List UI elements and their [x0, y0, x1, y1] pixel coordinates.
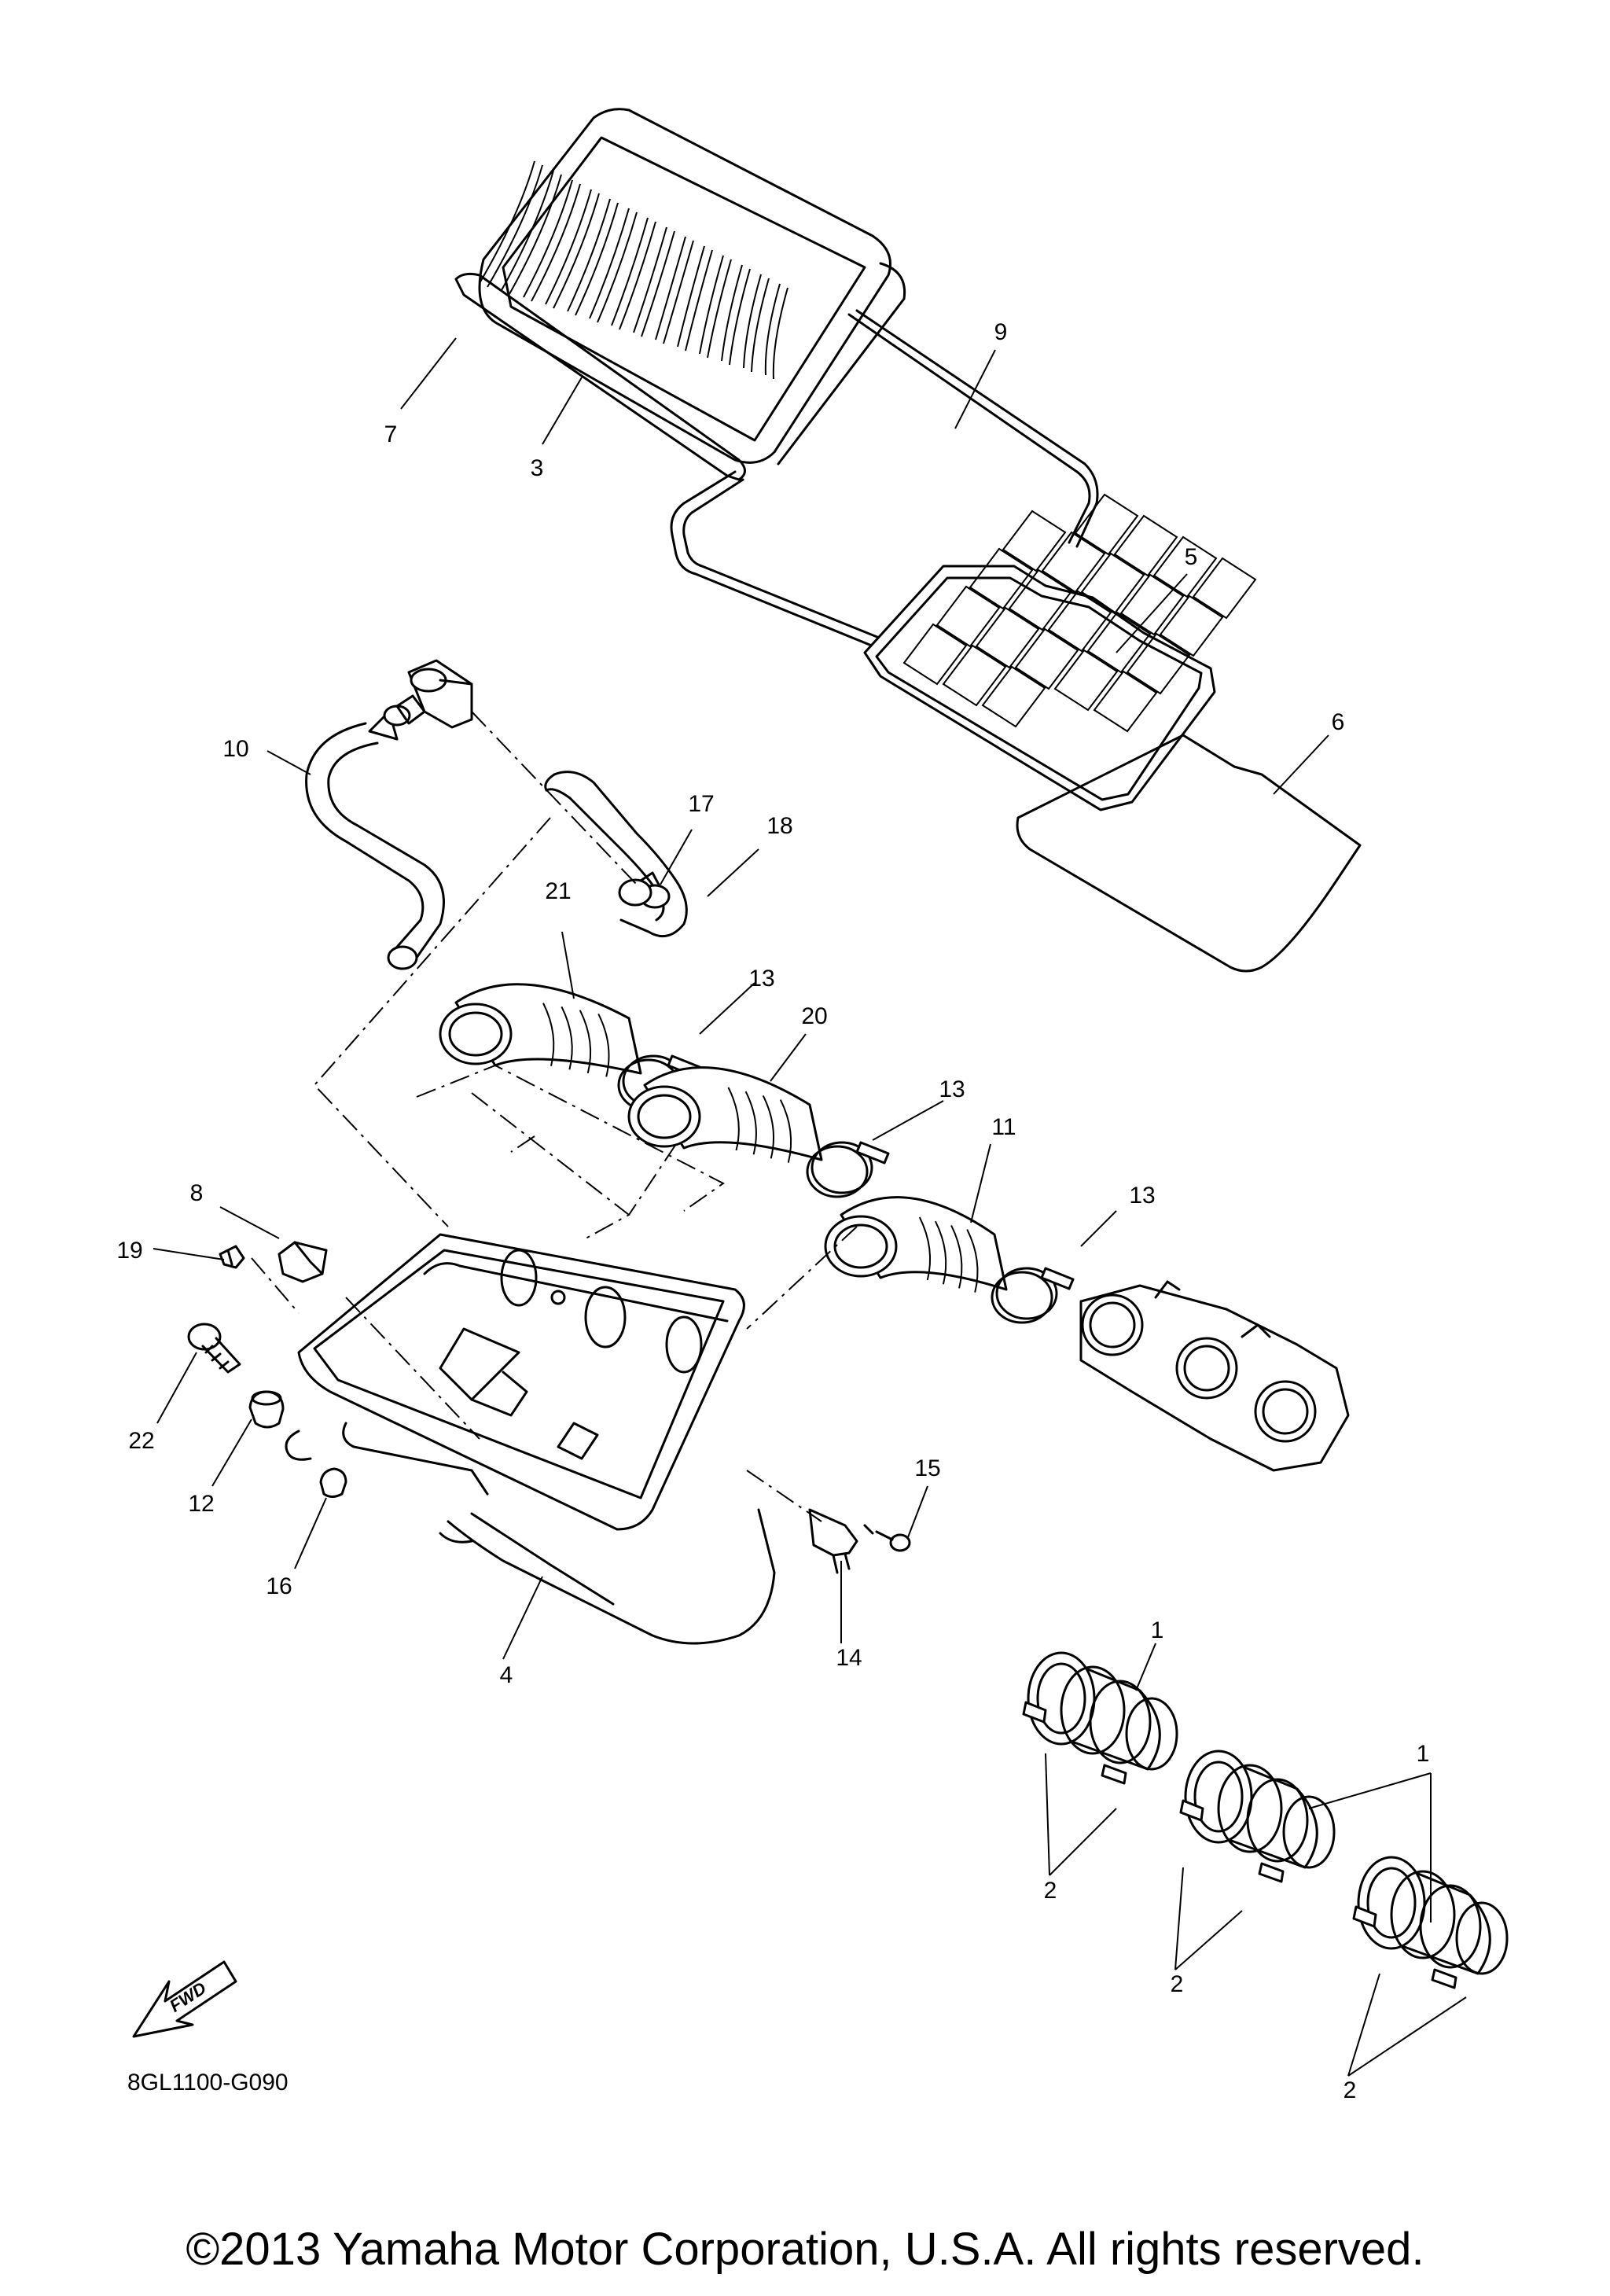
callout-5: 5 [1185, 544, 1198, 570]
assembly-dash-lines [251, 711, 858, 1522]
callout-15: 15 [914, 1455, 940, 1481]
air-filter-element [454, 108, 906, 481]
callout-7: 7 [384, 421, 398, 447]
callout-11: 11 [991, 1114, 1016, 1140]
callout-6: 6 [1332, 709, 1345, 735]
intake-boot [1027, 1651, 1178, 1771]
callout-1b: 1 [1417, 1741, 1430, 1767]
band-clamp [806, 1141, 890, 1198]
breather-fitting [383, 659, 473, 729]
air-box-case [285, 1233, 776, 1645]
hose-clamp [1431, 1968, 1457, 1989]
intake-duct [439, 983, 642, 1077]
hose-clamp [1022, 1701, 1047, 1724]
grommet-12 [248, 1390, 285, 1429]
intake-ducts [439, 983, 1075, 1324]
bolt-22 [187, 1323, 241, 1374]
screw-15 [875, 1530, 911, 1552]
clip-17 [618, 871, 660, 907]
grommet-16 [319, 1467, 347, 1498]
fwd-arrow-icon: FWD [132, 1960, 237, 2038]
callout-20: 20 [801, 1003, 827, 1029]
hose-clamp [1101, 1764, 1127, 1785]
hose-clamp [1352, 1905, 1377, 1928]
diagram-code: 8GL1100-G090 [127, 2070, 289, 2095]
callout-4: 4 [500, 1662, 513, 1688]
callout-18: 18 [766, 813, 792, 839]
seal-sheet [1016, 734, 1362, 973]
callout-22: 22 [128, 1428, 154, 1454]
callout-3: 3 [531, 455, 544, 481]
callout-13a: 13 [748, 966, 774, 992]
clip-19 [219, 1245, 245, 1269]
callout-16: 16 [266, 1573, 292, 1599]
band-clamp [991, 1267, 1075, 1324]
callout-8: 8 [190, 1180, 204, 1206]
grid-cells [902, 493, 1257, 733]
callout-12: 12 [188, 1491, 214, 1517]
callouts: 9 7 3 5 6 10 17 18 21 13 20 13 11 13 8 1… [116, 319, 1429, 2103]
callout-1a: 1 [1151, 1617, 1164, 1643]
breather-hose [305, 710, 445, 970]
callout-2c: 2 [1344, 2077, 1357, 2103]
grid-plate [863, 493, 1257, 811]
callout-13b: 13 [939, 1076, 965, 1102]
filter-ribs [479, 160, 788, 380]
throttle-body [1079, 1280, 1350, 1472]
leader-lines [153, 337, 1467, 2077]
intake-duct [824, 1196, 1008, 1293]
intake-boots [1022, 1651, 1509, 1989]
intake-boot [1357, 1856, 1509, 1975]
callout-2a: 2 [1044, 1878, 1057, 1904]
intake-duct [627, 1066, 823, 1163]
pad-8 [278, 1241, 328, 1283]
callout-2b: 2 [1171, 1971, 1184, 1997]
callout-21: 21 [545, 878, 571, 904]
callout-9: 9 [994, 319, 1008, 345]
hose-18 [544, 771, 688, 938]
intake-boot [1184, 1750, 1336, 1869]
callout-17: 17 [688, 791, 714, 817]
copyright-notice: ©2013 Yamaha Motor Corporation, U.S.A. A… [186, 2224, 1424, 2275]
callout-10: 10 [222, 736, 248, 762]
callout-14: 14 [836, 1645, 862, 1671]
hose-clamp [1179, 1799, 1204, 1822]
callout-19: 19 [116, 1238, 142, 1264]
hose-clamp [1258, 1862, 1285, 1883]
callout-13c: 13 [1129, 1183, 1155, 1209]
